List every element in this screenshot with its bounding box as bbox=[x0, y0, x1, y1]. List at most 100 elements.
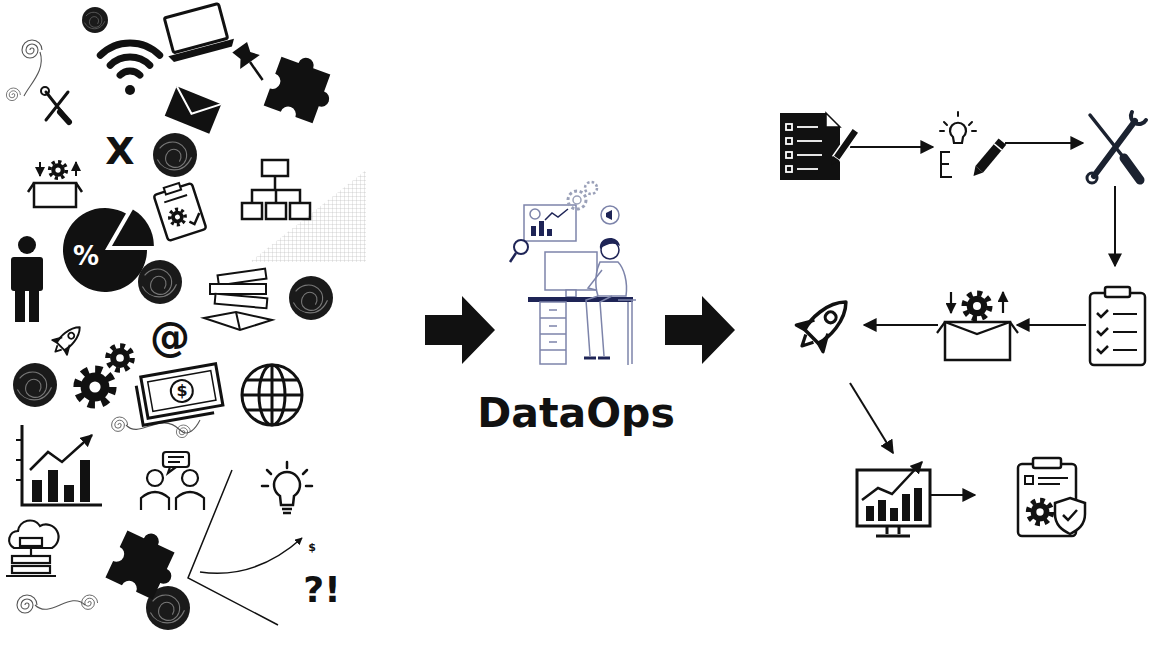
books-icon bbox=[204, 312, 272, 330]
analyst-at-computer bbox=[568, 191, 586, 209]
analyst-at-computer bbox=[618, 300, 636, 364]
thin-spiral bbox=[6, 88, 20, 101]
clipboard-gear-icon bbox=[168, 207, 187, 226]
people-chat-icon bbox=[147, 470, 163, 486]
flow-arrow bbox=[850, 146, 933, 148]
document-pencil-icon bbox=[786, 166, 792, 172]
thin-spiral bbox=[17, 595, 37, 613]
interrobang: ?! bbox=[303, 572, 340, 608]
envelope-icon bbox=[169, 86, 221, 123]
org-chart-icon bbox=[242, 203, 262, 219]
org-chart-icon bbox=[262, 160, 288, 176]
idea-pencil-icon bbox=[975, 138, 1006, 172]
wifi-icon bbox=[100, 43, 159, 95]
monitor-chart-icon bbox=[857, 462, 930, 536]
box-gear-icon bbox=[50, 162, 67, 179]
box-gear-icon bbox=[28, 162, 82, 207]
document-pencil-icon bbox=[826, 113, 840, 127]
dataops-label: DataOps bbox=[477, 393, 675, 434]
laptop-icon bbox=[158, 2, 235, 63]
tools-icon bbox=[41, 87, 49, 95]
people-chat-icon bbox=[141, 492, 169, 510]
org-chart-icon bbox=[266, 203, 286, 219]
puzzle-piece bbox=[105, 49, 340, 603]
pushpin-icon bbox=[230, 40, 273, 87]
tools-icon bbox=[1131, 112, 1146, 124]
flow-arrow bbox=[1114, 186, 1116, 266]
lightbulb-icon bbox=[262, 462, 312, 486]
idea-pencil-icon bbox=[970, 166, 983, 179]
scribble-knot bbox=[82, 7, 108, 33]
document-pencil-icon bbox=[833, 128, 859, 160]
compliance-clipboard-icon bbox=[1028, 500, 1051, 523]
bar-chart-icon bbox=[80, 460, 90, 502]
cloud-server-icon bbox=[6, 548, 56, 576]
cloud-server-icon bbox=[12, 566, 50, 573]
idea-pencil-icon bbox=[940, 112, 1006, 179]
bar-chart-icon bbox=[30, 435, 92, 470]
cloud-server-icon bbox=[6, 520, 59, 576]
bar-chart-icon bbox=[48, 470, 58, 502]
pushpin-icon bbox=[230, 40, 260, 69]
checklist-clipboard-icon bbox=[1105, 287, 1130, 297]
monitor-chart-icon bbox=[862, 462, 922, 500]
flow-arrow bbox=[864, 324, 938, 326]
pushpin-icon bbox=[250, 62, 263, 80]
analyst-at-computer bbox=[545, 209, 568, 220]
percent-sign: % bbox=[73, 243, 99, 269]
laptop-icon bbox=[168, 39, 235, 63]
org-chart-icon bbox=[242, 160, 310, 219]
person-icon bbox=[15, 288, 25, 322]
analyst-at-computer bbox=[539, 221, 544, 236]
dollar-bill-icon bbox=[136, 373, 214, 425]
analyst-at-computer bbox=[547, 229, 552, 236]
dollar-bill-icon bbox=[135, 364, 224, 426]
lightbulb-icon bbox=[262, 462, 312, 513]
document-pencil-icon bbox=[797, 140, 822, 142]
document-pencil-icon bbox=[786, 124, 822, 172]
scribble-knot bbox=[289, 276, 333, 320]
compliance-clipboard-icon bbox=[1018, 458, 1085, 536]
people-chat-icon bbox=[176, 492, 204, 510]
document-pencil-icon bbox=[786, 152, 792, 158]
lightbulb-icon bbox=[282, 509, 292, 513]
clipboard-gear-icon bbox=[152, 179, 206, 241]
person-icon bbox=[11, 236, 43, 322]
compliance-clipboard-icon bbox=[1033, 458, 1061, 468]
analyst-at-computer bbox=[531, 226, 536, 236]
dollar-sign: $ bbox=[308, 542, 316, 553]
analyst-at-computer bbox=[510, 182, 636, 365]
clipboard-gear-icon bbox=[188, 213, 202, 225]
block-arrow bbox=[425, 296, 495, 364]
bar-chart-icon bbox=[22, 425, 102, 505]
at-sign: @ bbox=[150, 317, 190, 357]
tools-icon bbox=[1090, 115, 1124, 158]
bar-chart-icon bbox=[16, 440, 22, 480]
compliance-clipboard-icon bbox=[1038, 478, 1068, 484]
document-pencil-icon bbox=[786, 138, 792, 144]
dollar-bill-icon bbox=[148, 371, 216, 412]
globe-icon bbox=[247, 380, 297, 410]
globe-icon bbox=[242, 365, 302, 425]
deploy-box-icon bbox=[964, 293, 989, 318]
person-icon bbox=[11, 257, 43, 291]
books-icon bbox=[210, 284, 266, 294]
flow-arrow bbox=[1017, 324, 1086, 326]
flow-arrow bbox=[850, 383, 893, 453]
tools-icon bbox=[1087, 112, 1146, 183]
people-chat-icon bbox=[163, 452, 189, 467]
analyst-at-computer bbox=[566, 290, 576, 297]
analyst-at-computer bbox=[596, 262, 627, 296]
document-pencil-icon bbox=[797, 126, 818, 128]
puzzle-piece bbox=[105, 523, 184, 602]
scribble-knot bbox=[138, 260, 182, 304]
dollar-sign: $ bbox=[176, 383, 187, 399]
clipboard-gear-icon bbox=[164, 195, 187, 202]
org-chart-icon bbox=[252, 176, 300, 203]
checklist-clipboard-icon bbox=[1097, 310, 1108, 353]
document-pencil-icon bbox=[797, 154, 822, 156]
globe-icon bbox=[242, 365, 302, 425]
cloud-server-icon bbox=[20, 538, 42, 546]
grid-hatching bbox=[250, 170, 366, 262]
